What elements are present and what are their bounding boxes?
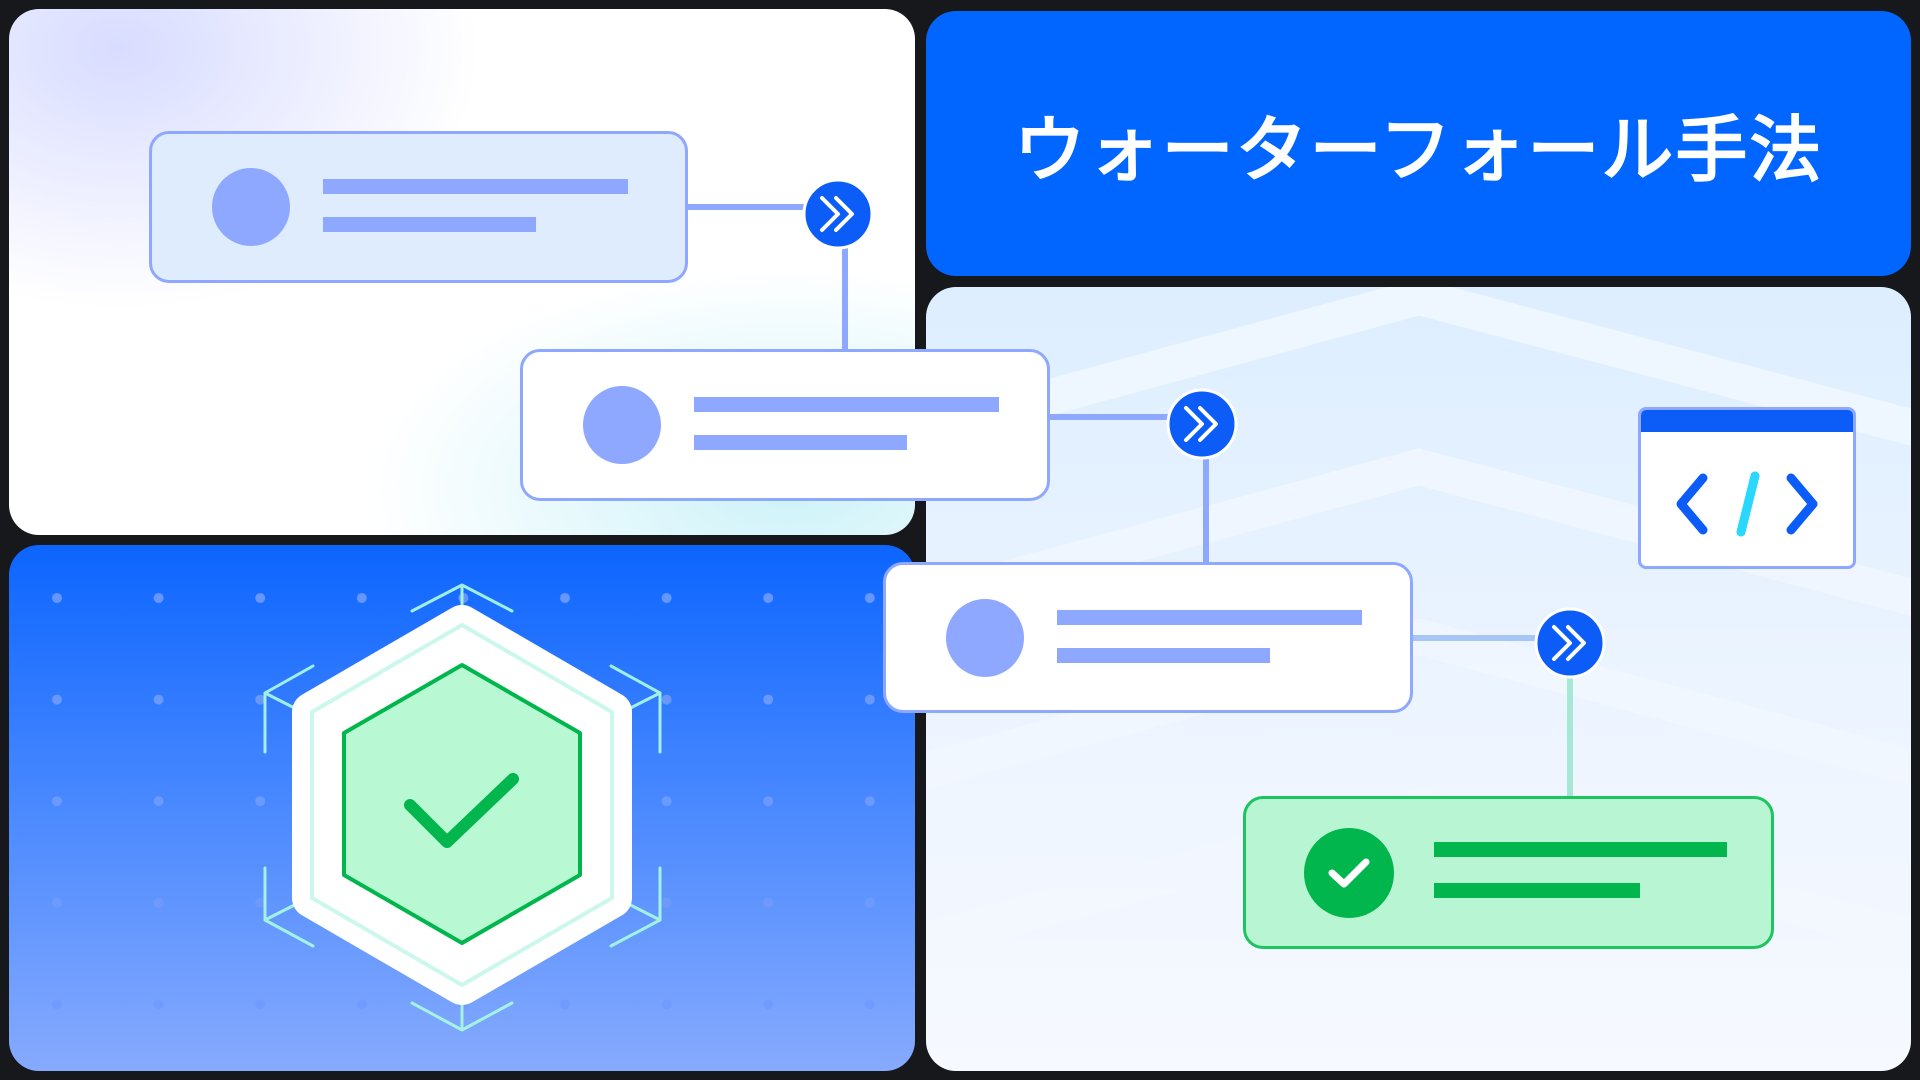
title-banner: ウォーターフォール手法	[926, 11, 1911, 276]
text-placeholder-line	[323, 217, 536, 232]
flow-step-card-3	[883, 562, 1413, 713]
text-placeholder-line	[1434, 883, 1640, 898]
flow-step-card-complete	[1243, 796, 1774, 949]
text-placeholder-line	[1057, 648, 1270, 663]
window-titlebar	[1641, 410, 1853, 432]
check-circle-icon	[1304, 828, 1394, 918]
code-brackets-icon	[1676, 471, 1818, 537]
text-placeholder-line	[1434, 842, 1727, 857]
security-panel	[9, 545, 915, 1071]
dot-grid	[9, 545, 915, 1071]
avatar	[212, 168, 290, 246]
text-placeholder-line	[694, 397, 999, 412]
flow-step-card-1	[149, 131, 688, 283]
page-title: ウォーターフォール手法	[1013, 108, 1824, 192]
avatar	[583, 386, 661, 464]
code-window-icon	[1638, 407, 1856, 569]
text-placeholder-line	[323, 179, 628, 194]
text-placeholder-line	[1057, 610, 1362, 625]
text-placeholder-line	[694, 435, 907, 450]
avatar	[946, 599, 1024, 677]
flow-step-card-2	[520, 349, 1050, 501]
